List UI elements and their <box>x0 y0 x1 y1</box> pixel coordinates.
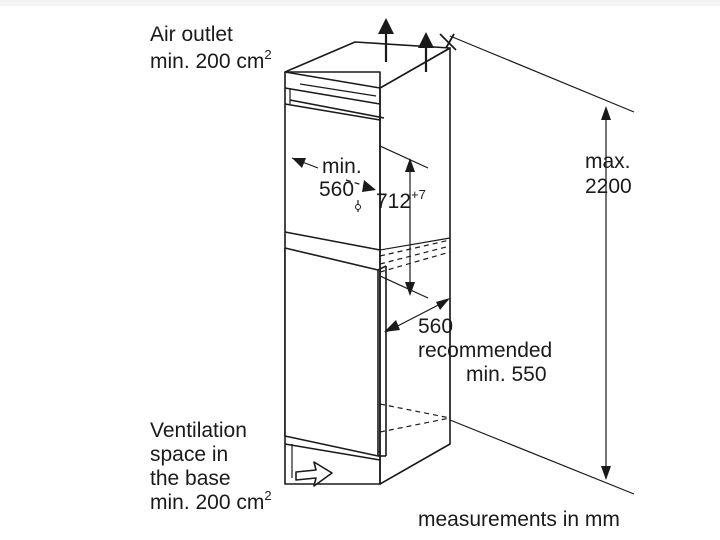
vent-area-value: min. 200 cm <box>150 491 264 514</box>
top-band <box>0 0 720 6</box>
shelf-dash-1 <box>379 239 451 257</box>
air-outlet-area-value: min. 200 cm <box>150 50 264 73</box>
air-outlet-title: Air outlet <box>150 23 233 46</box>
niche-back-edge <box>299 83 377 97</box>
air-outlet-area-sup: 2 <box>264 47 271 62</box>
air-outlet-area: min. 200 cm2 <box>150 47 272 73</box>
dimension-niche-height <box>379 145 429 299</box>
depth-value: 560 <box>418 315 453 338</box>
shelf-dash-2 <box>379 245 451 265</box>
cabinet-right-face <box>379 47 451 485</box>
niche-rail <box>289 99 385 119</box>
plinth-inner <box>284 443 381 461</box>
niche-width-label-1: min. <box>322 155 362 178</box>
depth-recommended: recommended <box>418 339 552 362</box>
vent-label-4: min. 200 cm2 <box>150 488 272 514</box>
niche-top-edge <box>284 87 381 105</box>
base-dash-2 <box>379 417 451 433</box>
niche-shelf-edge <box>284 103 381 121</box>
dimension-depth <box>384 298 451 420</box>
vent-label-1: Ventilation <box>150 419 247 442</box>
niche-width-label-2: 560 <box>319 178 354 201</box>
depth-minimum: min. 550 <box>466 363 547 386</box>
cabinet-top-face <box>284 41 451 89</box>
max-height-label-1: max. <box>585 150 631 173</box>
niche-height-label: 712+7 <box>376 187 426 213</box>
air-outlet-arrow-icon <box>378 18 434 72</box>
shelf-side-line <box>379 237 451 251</box>
vent-area-sup: 2 <box>264 488 271 503</box>
niche-height-value: 712 <box>376 190 411 213</box>
vent-label-3: the base <box>150 467 231 490</box>
shelf-dash-3 <box>379 251 451 273</box>
appliance <box>284 247 387 457</box>
appliance-door <box>284 247 379 457</box>
appliance-edge-top <box>377 265 387 271</box>
max-height-label-2: 2200 <box>585 175 632 198</box>
air-inlet-arrow-icon <box>295 461 333 487</box>
shelf-front-line <box>284 231 381 251</box>
units-note: measurements in mm <box>418 508 620 531</box>
niche-height-tolerance: +7 <box>411 187 426 202</box>
dimension-max-height <box>449 35 635 495</box>
base-dash-1 <box>379 403 451 419</box>
fan-symbol-icon <box>439 33 457 51</box>
vent-label-2: space in <box>150 443 228 466</box>
dimension-niche-width <box>291 157 376 212</box>
